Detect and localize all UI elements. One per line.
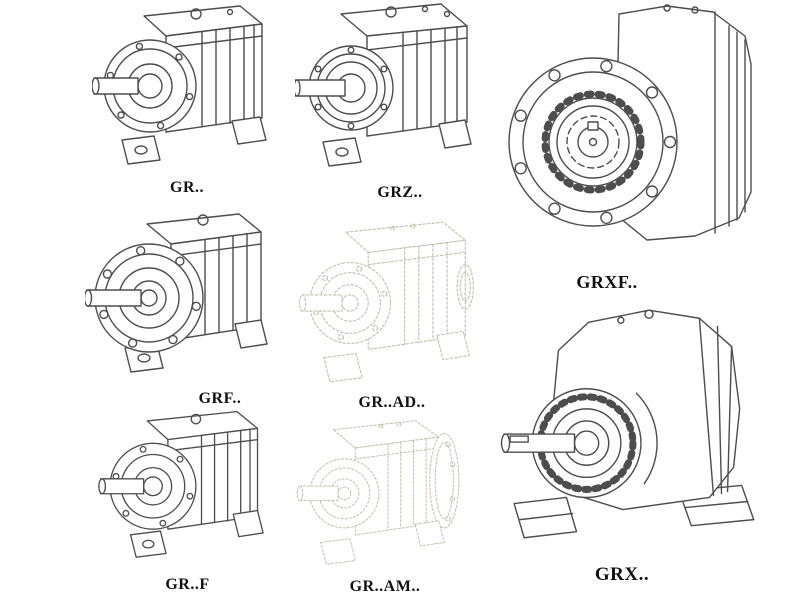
grx-gearbox-drawing — [500, 309, 755, 539]
gr-ad-gearbox-drawing — [298, 221, 474, 383]
shaft-hub — [541, 90, 645, 194]
input-shaft — [98, 478, 145, 495]
label-grxf: GRXF.. — [576, 272, 638, 292]
gr-ad-drawing-lines — [298, 221, 474, 383]
label-grx: GRX.. — [594, 564, 650, 585]
adapter-flange — [456, 264, 474, 310]
mounting-feet — [121, 116, 267, 165]
label-gr: GR.. — [170, 179, 204, 196]
eyebolt-icon — [385, 6, 397, 18]
figure-gr-am — [288, 408, 488, 576]
figure-grx — [500, 296, 792, 558]
keyway — [509, 435, 529, 443]
input-shaft — [298, 294, 343, 312]
input-shaft — [296, 485, 339, 502]
gr-drawing-lines — [92, 5, 267, 165]
input-shaft — [92, 77, 139, 95]
label-grz: GRZ.. — [377, 184, 423, 201]
grf-gearbox-drawing — [85, 213, 268, 373]
grf-drawing-lines — [85, 213, 268, 373]
mounting-feet — [320, 520, 445, 565]
grz-gearbox-drawing — [295, 3, 472, 167]
figure-grf — [85, 205, 285, 392]
input-shaft — [85, 289, 142, 307]
figure-grz — [295, 0, 485, 180]
label-gr-f: GR..F — [165, 576, 210, 593]
figure-grxf — [498, 0, 790, 270]
eyebolt-icon — [197, 214, 209, 226]
grxf-drawing-lines — [508, 4, 752, 241]
figure-gr-f — [90, 406, 285, 574]
input-shaft — [500, 433, 576, 453]
mounting-feet — [513, 484, 755, 539]
grz-drawing-lines — [295, 3, 472, 167]
gr-am-drawing-lines — [296, 420, 460, 565]
mounting-feet — [322, 119, 472, 167]
gr-f-drawing-lines — [98, 410, 264, 558]
eyebolt-icon — [190, 8, 202, 20]
mounting-feet — [323, 330, 470, 383]
body — [340, 3, 468, 137]
eyebolt-icon — [190, 413, 202, 425]
mounting-feet — [129, 509, 264, 558]
label-gr-ad: GR..AD.. — [358, 394, 426, 411]
figure-gr-ad — [290, 210, 495, 397]
grxf-gearbox-drawing — [508, 4, 752, 241]
motor-flange — [429, 432, 460, 529]
gr-gearbox-drawing — [92, 5, 267, 165]
gr-am-gearbox-drawing — [296, 420, 460, 565]
eyebolt-icon — [663, 4, 671, 12]
label-gr-am: GR..AM.. — [349, 578, 421, 595]
body — [345, 221, 466, 351]
input-shaft — [295, 79, 346, 97]
label-grf: GRF.. — [198, 390, 242, 407]
gr-f-gearbox-drawing — [98, 410, 264, 558]
figure-gr — [92, 0, 282, 180]
keyway — [587, 121, 599, 131]
grx-drawing-lines — [500, 309, 755, 539]
eyebolt-icon — [644, 309, 654, 319]
